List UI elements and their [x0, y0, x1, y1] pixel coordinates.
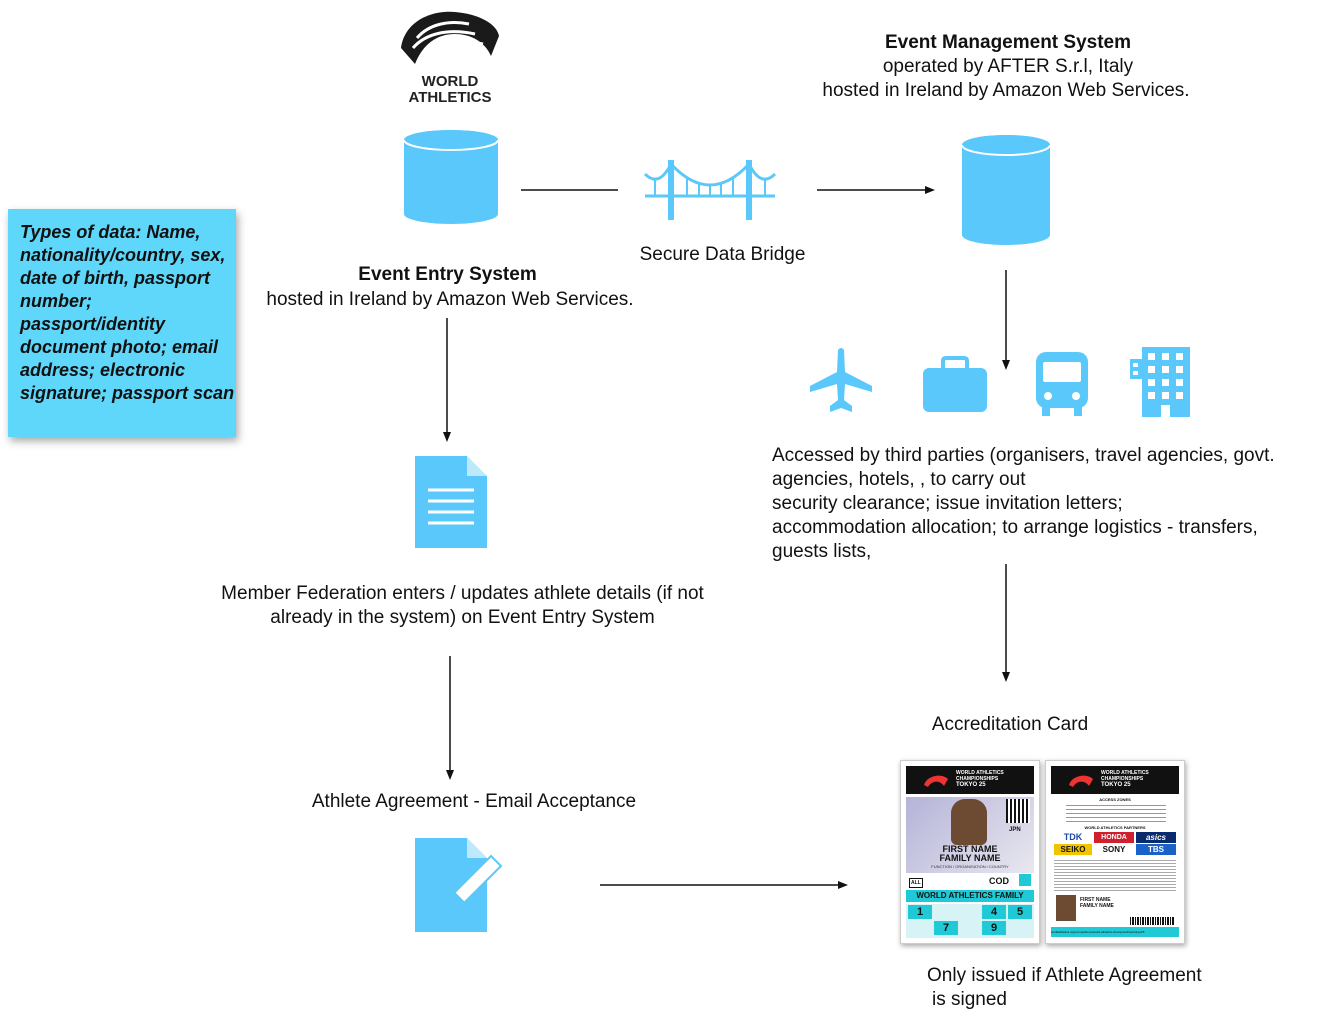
card-terms-text	[1054, 859, 1176, 891]
arrow-to-accreditation	[1002, 564, 1010, 682]
card-front-first-name: FIRST NAME	[942, 844, 998, 854]
card-country-code: JPN	[1009, 827, 1021, 833]
card-zone: 4	[982, 905, 1006, 919]
bridge-label: Secure Data Bridge	[639, 244, 806, 265]
card-front-header: WORLD ATHLETICS CHAMPIONSHIPS TOKYO 25	[906, 766, 1034, 794]
accreditation-card-back: WORLD ATHLETICS CHAMPIONSHIPS TOKYO 25 A…	[1045, 760, 1185, 944]
bus-icon	[1036, 352, 1088, 416]
third-parties-text: Accessed by third parties (organisers, t…	[772, 444, 1332, 564]
logo-line-1: WORLD	[421, 73, 479, 90]
connector-line	[521, 189, 618, 191]
card-front-family-name: FAMILY NAME	[939, 853, 1001, 863]
card-dining-icon	[1019, 874, 1031, 886]
card-logo-icon	[1069, 775, 1093, 787]
agreement-label: Athlete Agreement - Email Acceptance	[311, 791, 637, 812]
bridge-icon	[643, 160, 777, 220]
card-front-photo	[951, 799, 987, 845]
card-footer: worldathletics.org/competitions/world-at…	[1051, 927, 1179, 937]
data-types-note: Types of data: Name, nationality/country…	[8, 209, 236, 437]
card-zone: 9	[982, 921, 1006, 935]
third-parties-line-1: Accessed by third parties (organisers, t…	[772, 445, 1275, 466]
sponsor-logo: TDK	[1063, 832, 1083, 842]
sponsor-logo: HONDA	[1094, 832, 1134, 843]
sponsor-logo: asics	[1136, 832, 1176, 843]
arrow-to-card	[600, 881, 848, 889]
card-zone: 7	[934, 921, 958, 935]
arrow-to-document	[443, 318, 451, 442]
card-back-header-text: WORLD ATHLETICS CHAMPIONSHIPS	[1101, 770, 1149, 782]
card-back-family-name: FAMILY NAME	[1080, 903, 1114, 909]
card-zone-list	[1066, 804, 1166, 822]
card-footer-url: worldathletics.org/competitions/world-at…	[1051, 930, 1145, 934]
event-management-hosting: hosted in Ireland by Amazon Web Services…	[822, 80, 1190, 101]
sponsor-logo: SONY	[1102, 845, 1126, 854]
federation-line-2: already in the system) on Event Entry Sy…	[270, 607, 655, 628]
airplane-icon	[810, 348, 872, 412]
card-qr-code	[1006, 799, 1030, 823]
card-logo-icon	[924, 775, 948, 787]
event-management-operator: operated by AFTER S.r.l, Italy	[882, 56, 1134, 77]
logo-mark-icon	[401, 11, 499, 64]
database-icon	[961, 135, 1051, 245]
accreditation-note-line-1: Only issued if Athlete Agreement	[927, 965, 1202, 986]
briefcase-icon	[923, 356, 987, 412]
arrow-to-agreement	[446, 656, 454, 780]
accreditation-label: Accreditation Card	[931, 714, 1089, 735]
event-management-title: Event Management System	[884, 32, 1132, 53]
card-cod: COD	[989, 876, 1009, 886]
card-back-photo	[1056, 895, 1076, 921]
card-front-header-text: WORLD ATHLETICS CHAMPIONSHIPS	[956, 770, 1004, 782]
event-entry-hosting: hosted in Ireland by Amazon Web Services…	[266, 289, 634, 310]
event-entry-title: Event Entry System	[358, 264, 537, 285]
document-icon	[415, 456, 487, 548]
card-access-zones: ACCESS ZONES	[1099, 797, 1131, 802]
card-access-all: ALL	[909, 878, 923, 888]
card-zone: 5	[1008, 905, 1032, 919]
sponsor-logo: TBS	[1136, 844, 1176, 855]
card-zone-grid: 1 4 5 7 9	[906, 904, 1034, 938]
building-icon	[1130, 347, 1190, 417]
third-parties-line-2: agencies, hotels, , to carry out	[772, 469, 1026, 490]
card-front-header-sub: TOKYO 25	[956, 782, 986, 788]
card-zone: 1	[908, 905, 932, 919]
arrow-to-third-parties	[1002, 270, 1010, 370]
arrow-to-event-management	[817, 186, 935, 194]
card-back-header-sub: TOKYO 25	[1101, 782, 1131, 788]
third-parties-line-5: guests lists,	[772, 541, 872, 562]
database-icon	[403, 130, 499, 224]
card-barcode	[1130, 917, 1174, 925]
accreditation-card-front: WORLD ATHLETICS CHAMPIONSHIPS TOKYO 25 J…	[900, 760, 1040, 944]
third-parties-line-3: security clearance; issue invitation let…	[772, 493, 1123, 514]
data-types-text: Types of data: Name, nationality/country…	[20, 222, 235, 403]
card-back-first-name: FIRST NAME	[1080, 897, 1111, 903]
card-front-function: FUNCTION / ORGANISATION / COUNTRY	[931, 864, 1009, 869]
card-partners: WORLD ATHLETICS PARTNERS	[1084, 825, 1146, 830]
logo-line-2: ATHLETICS	[408, 89, 492, 106]
world-athletics-logo: WORLD ATHLETICS	[395, 8, 505, 108]
card-back-header: WORLD ATHLETICS CHAMPIONSHIPS TOKYO 25	[1051, 766, 1179, 794]
card-category: WORLD ATHLETICS FAMILY	[906, 890, 1034, 902]
accreditation-note-line-2: is signed	[932, 989, 1007, 1010]
third-parties-line-4: accommodation allocation; to arrange log…	[772, 517, 1258, 538]
sponsor-logo: SEIKO	[1054, 844, 1092, 855]
federation-line-1: Member Federation enters / updates athle…	[221, 583, 704, 604]
edit-document-icon	[415, 838, 503, 932]
